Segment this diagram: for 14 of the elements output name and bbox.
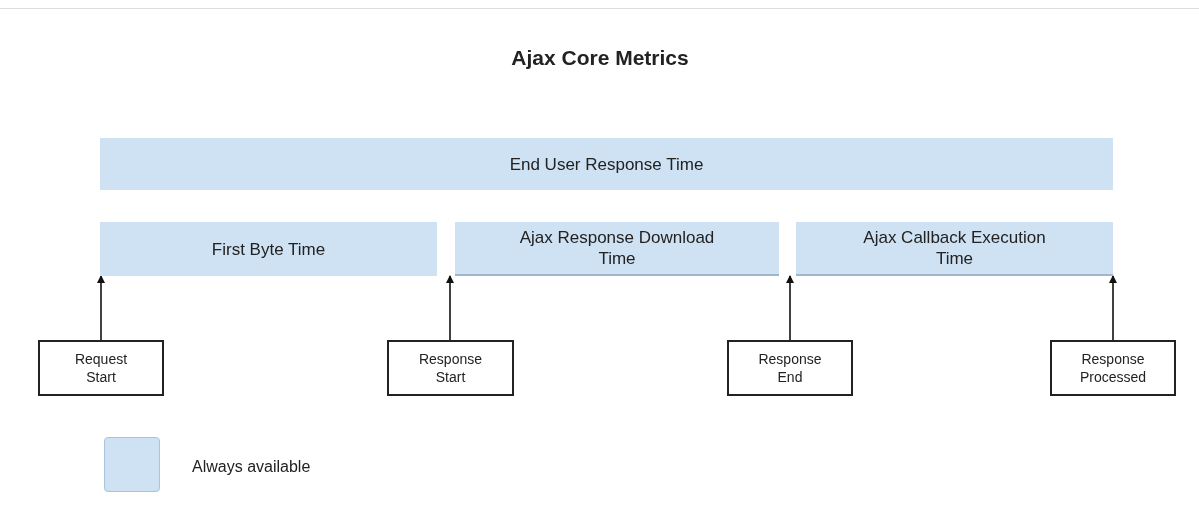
- timing-bar: End User Response Time: [100, 138, 1113, 190]
- arrow: [97, 275, 105, 341]
- diagram-title: Ajax Core Metrics: [510, 45, 690, 71]
- legend-label: Always available: [192, 457, 311, 477]
- arrow: [1109, 275, 1117, 341]
- event-box: Response Processed: [1050, 340, 1176, 396]
- timing-bar: Ajax Callback Execution Time: [796, 222, 1113, 276]
- timing-bar: First Byte Time: [100, 222, 437, 276]
- arrow: [786, 275, 794, 341]
- timing-bar: Ajax Response Download Time: [455, 222, 779, 276]
- event-box: Request Start: [38, 340, 164, 396]
- event-box: Response End: [727, 340, 853, 396]
- arrow: [446, 275, 454, 341]
- event-box: Response Start: [387, 340, 514, 396]
